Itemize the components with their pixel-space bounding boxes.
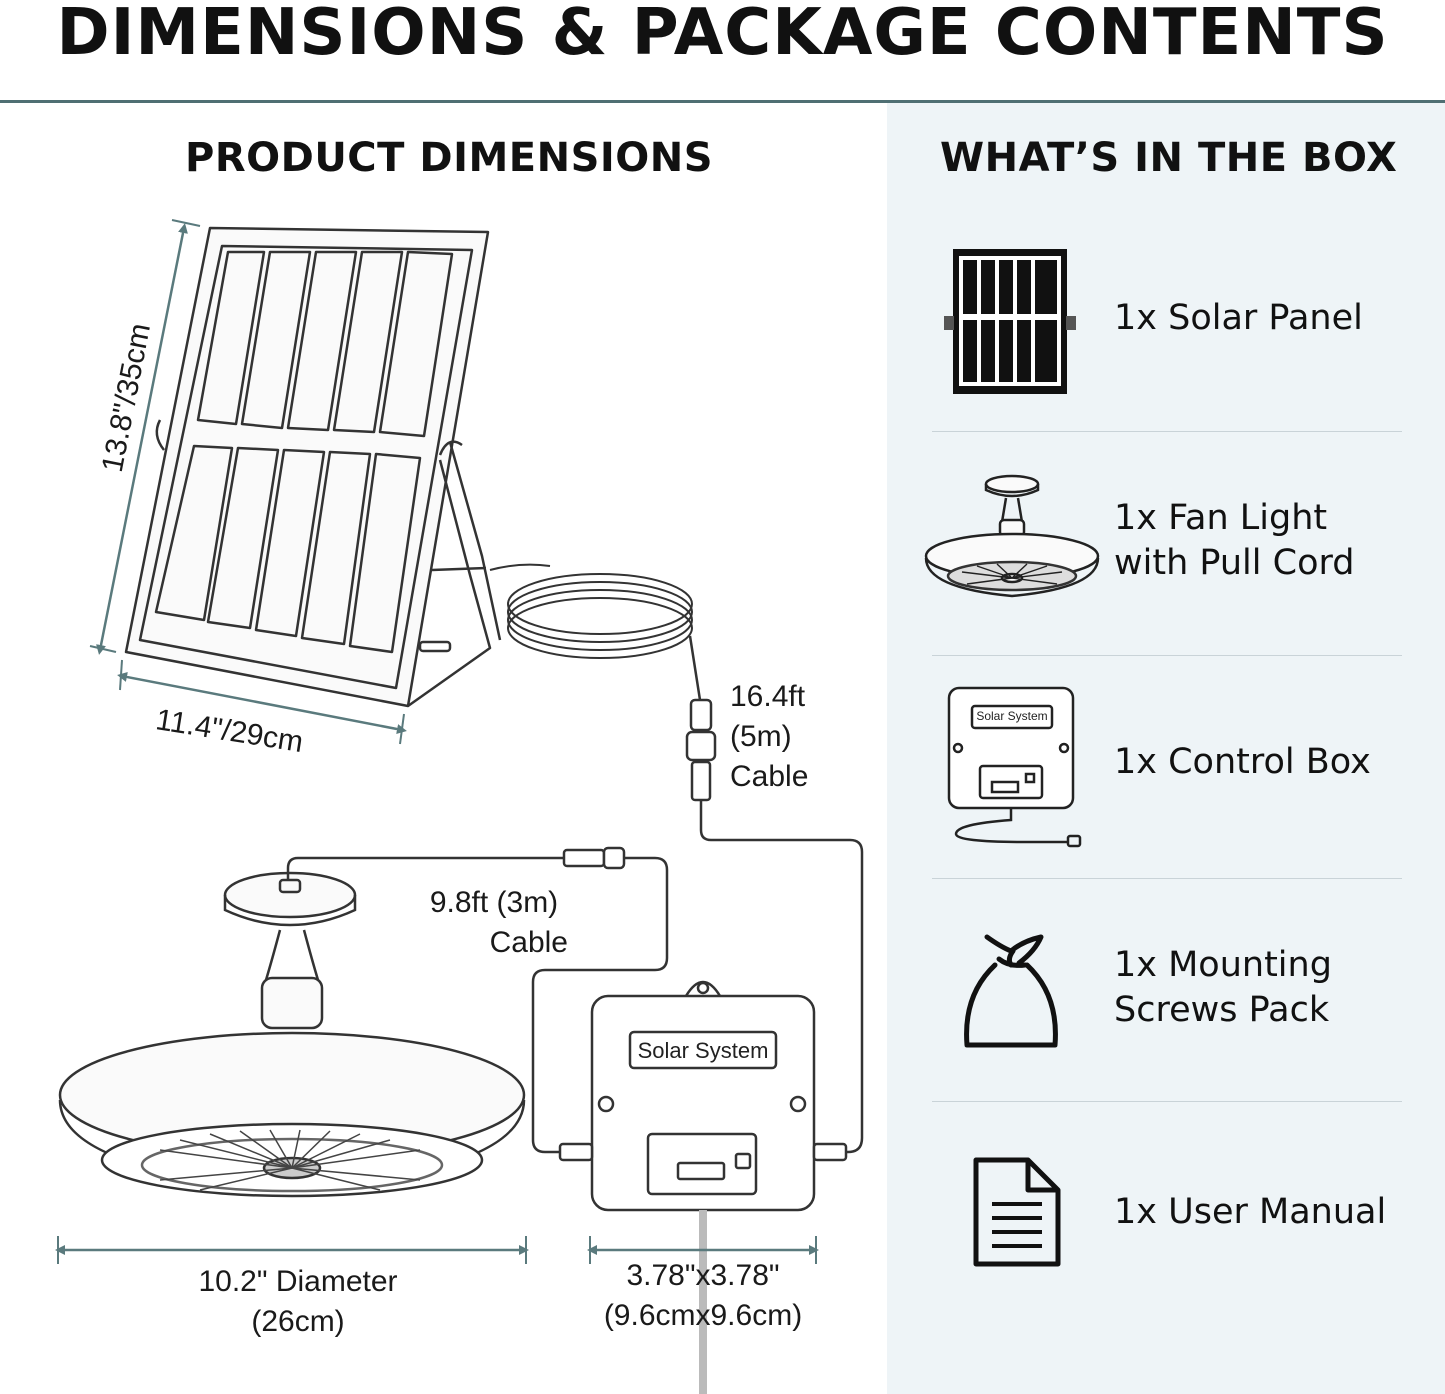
box-item-solar-panel: 1x Solar Panel	[1114, 298, 1363, 338]
box-item-fan-light: 1x Fan Light with Pull Cord	[1114, 498, 1355, 583]
item-divider	[932, 878, 1402, 879]
box-contents-title: WHAT’S IN THE BOX	[940, 135, 1398, 181]
user-manual-icon	[973, 1157, 1061, 1267]
cable-5m-label: 16.4ft (5m) Cable	[730, 680, 809, 793]
box-icon-label: Solar System	[976, 709, 1048, 723]
fan-drawing	[58, 871, 526, 1198]
main-title: DIMENSIONS & PACKAGE CONTENTS	[56, 0, 1389, 70]
cable-3m-label: 9.8ft (3m) Cable	[429, 886, 568, 959]
item-divider	[932, 1101, 1402, 1102]
solar-panel-icon	[944, 249, 1076, 394]
title-divider	[0, 100, 1445, 103]
product-dimensions-title: PRODUCT DIMENSIONS	[185, 135, 714, 181]
solar-panel-drawing	[124, 226, 502, 708]
box-drawing-label: Solar System	[638, 1038, 769, 1063]
control-box-icon	[947, 686, 1082, 848]
box-item-mounting-screws: 1x Mounting Screws Pack	[1114, 945, 1332, 1030]
fan-diameter-label: 10.2" Diameter (26cm)	[198, 1265, 398, 1338]
item-divider	[932, 431, 1402, 432]
screw-bag-icon	[964, 934, 1058, 1048]
fan-light-icon	[924, 474, 1100, 598]
coiled-cable	[489, 563, 693, 659]
control-box-drawing	[558, 980, 848, 1394]
product-illustration: Solar System	[55, 219, 864, 1394]
item-divider	[932, 655, 1402, 656]
box-size-label: 3.78"x3.78" (9.6cmx9.6cm)	[603, 1259, 803, 1332]
box-item-user-manual: 1x User Manual	[1114, 1192, 1387, 1232]
box-item-control-box: 1x Control Box	[1114, 742, 1371, 782]
